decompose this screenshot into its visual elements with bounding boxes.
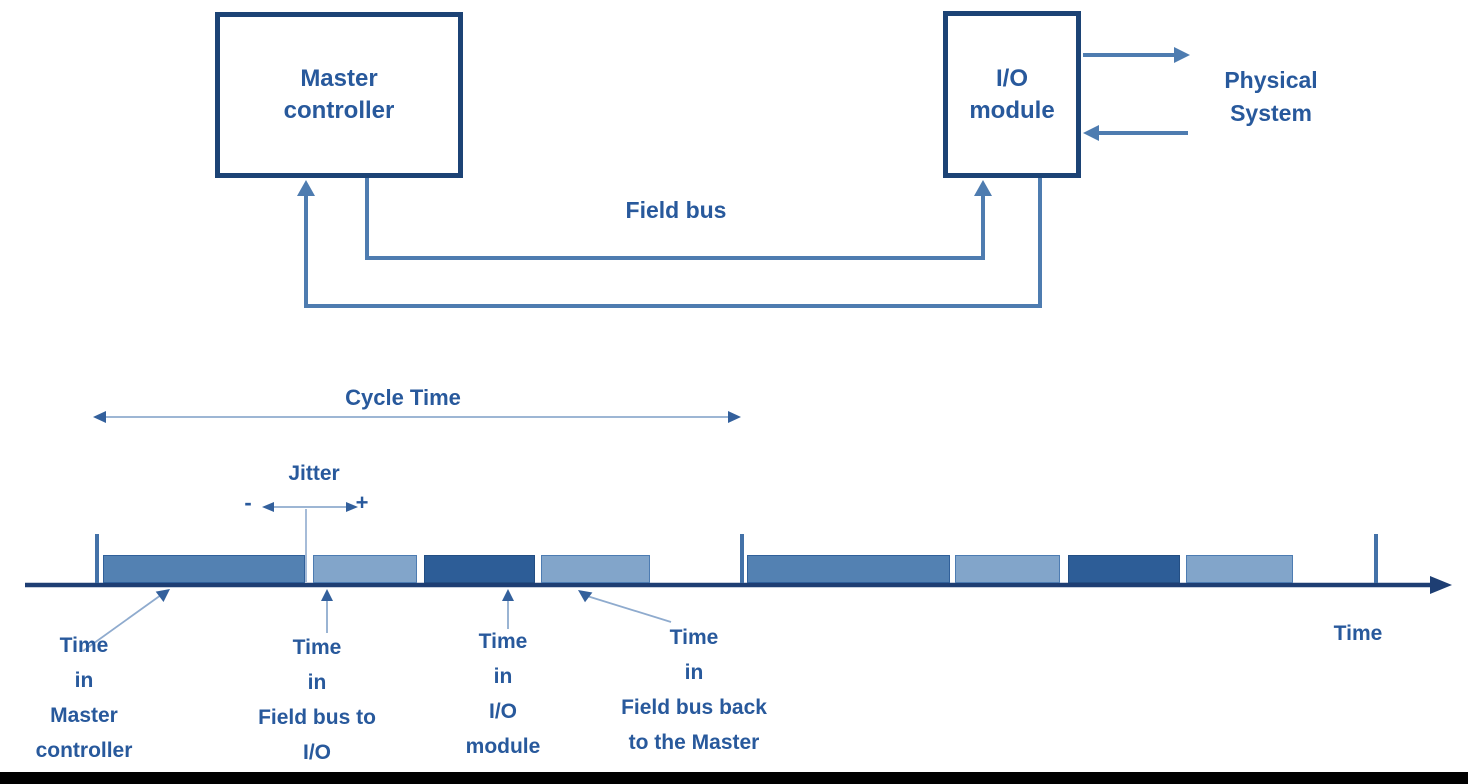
label-time-in-master-controller: Time in Master controller: [35, 634, 133, 762]
io-input-arrowhead-icon: [1083, 125, 1099, 141]
cycle-time-label: Cycle Time: [345, 385, 461, 410]
io-output-arrowhead-icon: [1174, 47, 1190, 63]
jitter-minus-sign: -: [244, 490, 252, 515]
cycle-1-time-in-io-module-bar: [424, 555, 535, 583]
label-time-in-field-bus-back: Time in Field bus back to the Master: [621, 626, 767, 754]
cycle-1-time-in-master-controller-bar: [103, 555, 305, 583]
annotation-arrow-1-head-icon: [155, 589, 170, 602]
jitter-label: Jitter: [288, 462, 340, 485]
master-controller-box: Master controller: [215, 12, 463, 178]
arrow-into-master-icon: [297, 180, 315, 196]
cycle-start-tick-1: [95, 534, 99, 583]
label-time-in-field-bus-to-io: Time in Field bus to I/O: [258, 636, 376, 764]
annotation-arrow-2-head-icon: [321, 589, 333, 601]
label-time-in-io-module: Time in I/O module: [465, 630, 541, 758]
cycle-start-tick-3: [1374, 534, 1378, 583]
field-bus-label: Field bus: [625, 197, 727, 223]
jitter-left-arrowhead-icon: [262, 502, 274, 512]
time-axis-label: Time: [1333, 622, 1383, 645]
cycle-2-time-in-io-module-bar: [1068, 555, 1180, 583]
annotation-arrow-4-line: [586, 595, 672, 623]
jitter-right-arrowhead-icon: [346, 502, 358, 512]
cycle-time-left-arrowhead-icon: [93, 411, 106, 423]
field-bus-return-line: [304, 177, 1042, 308]
cycle-time-right-arrowhead-icon: [728, 411, 741, 423]
jitter-plus-sign: +: [355, 490, 369, 515]
annotation-arrow-3-head-icon: [502, 589, 514, 601]
physical-system-label: Physical System: [1224, 67, 1318, 126]
annotation-arrow-1-line: [82, 594, 162, 652]
cycle-1-time-in-field-bus-to-io-bar: [313, 555, 417, 583]
cycle-2-time-in-field-bus-back-bar: [1186, 555, 1293, 583]
cycle-2-time-in-field-bus-to-io-bar: [955, 555, 1060, 583]
cycle-1-time-in-field-bus-back-bar: [541, 555, 650, 583]
annotation-arrow-4-head-icon: [578, 590, 593, 603]
field-bus-forward-line: [365, 178, 985, 260]
io-module-label: I/O module: [969, 64, 1055, 124]
cycle-start-tick-2: [740, 534, 744, 583]
arrow-into-io-icon: [974, 180, 992, 196]
bottom-black-strip: [0, 772, 1468, 784]
cycle-2-time-in-master-controller-bar: [747, 555, 950, 583]
time-axis-arrowhead-icon: [1430, 576, 1452, 594]
master-controller-label: Master controller: [283, 65, 395, 124]
io-module-box: I/O module: [943, 11, 1081, 178]
